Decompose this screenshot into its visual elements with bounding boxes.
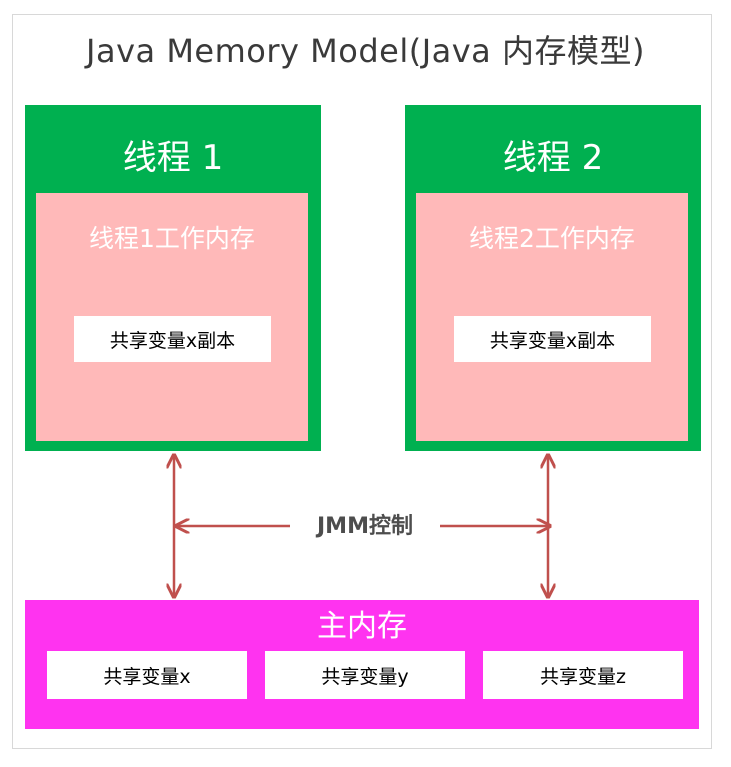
thread-2-title: 线程 2 bbox=[502, 138, 604, 178]
thread-1-work-memory: 线程1工作内存 共享变量x副本 bbox=[36, 193, 308, 441]
main-memory-box: 主内存 共享变量x 共享变量y 共享变量z bbox=[25, 600, 699, 729]
diagram-title: Java Memory Model(Java 内存模型) bbox=[86, 32, 645, 70]
thread-1-box: 线程 1 线程1工作内存 共享变量x副本 bbox=[25, 105, 321, 451]
main-memory-title: 主内存 bbox=[317, 609, 407, 644]
thread-2-work-memory: 线程2工作内存 共享变量x副本 bbox=[416, 193, 688, 441]
thread-1-title: 线程 1 bbox=[122, 138, 224, 178]
thread-1-work-memory-title: 线程1工作内存 bbox=[89, 224, 255, 253]
shared-variable-z: 共享变量z bbox=[483, 651, 683, 699]
shared-variable-y: 共享变量y bbox=[265, 651, 465, 699]
thread-2-box: 线程 2 线程2工作内存 共享变量x副本 bbox=[405, 105, 701, 451]
thread-2-work-memory-title: 线程2工作内存 bbox=[469, 224, 635, 253]
shared-variable-x: 共享变量x bbox=[47, 651, 247, 699]
jmm-control-label: JMM控制 bbox=[290, 512, 440, 542]
thread-1-variable-copy: 共享变量x副本 bbox=[74, 316, 271, 362]
thread-2-variable-copy: 共享变量x副本 bbox=[454, 316, 651, 362]
